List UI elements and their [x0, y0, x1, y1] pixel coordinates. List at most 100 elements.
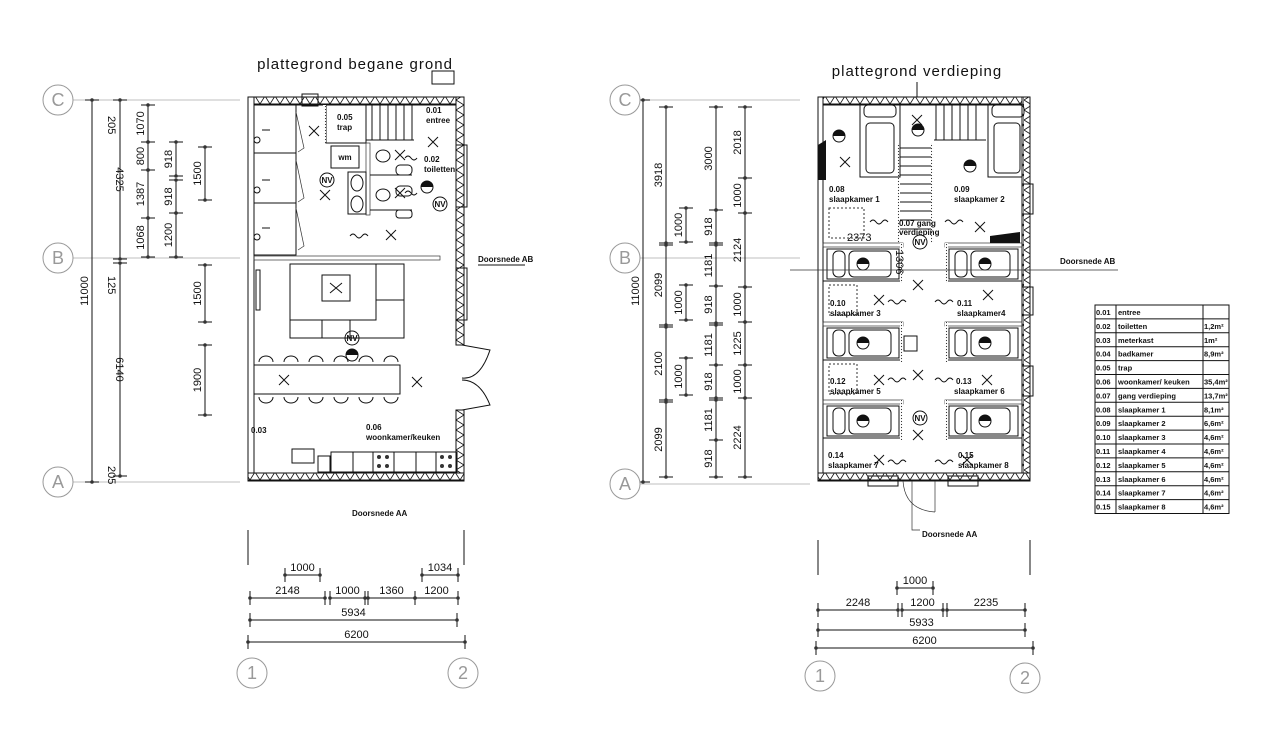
dimension-label: 1000 [903, 575, 927, 587]
dimension-label: 3918 [653, 163, 665, 187]
room-number: 0.12 [1096, 461, 1111, 470]
nv-label: NV [434, 200, 446, 209]
dimension-label: 1000 [732, 369, 744, 393]
switch-icon [887, 299, 907, 305]
wall-bottom [247, 472, 465, 482]
sink-counter [347, 171, 367, 215]
room-name: slaapkamer 4 [1118, 447, 1166, 456]
room-number: 0.03 [251, 426, 267, 435]
interior-wall [944, 321, 1023, 327]
dimension-label: 2100 [653, 351, 665, 375]
switch-icon [349, 155, 418, 239]
window [947, 475, 979, 487]
room-area: 1,2m² [1204, 322, 1224, 331]
interior-wall [253, 255, 441, 261]
meter-box [431, 70, 455, 85]
room-number: 0.04 [1096, 350, 1111, 359]
room-area: 35,4m² [1204, 378, 1228, 387]
grid-axis-marker [609, 468, 641, 500]
dimension-label: 2099 [653, 273, 665, 297]
nv-label: NV [914, 238, 926, 247]
nv-label: NV [321, 176, 333, 185]
dimension-label: 3000 [703, 146, 715, 170]
bed [987, 104, 1023, 178]
light-mark [912, 429, 924, 441]
chairs [258, 355, 399, 404]
dimension-label: 1000 [290, 562, 314, 574]
wall-top [817, 96, 1031, 106]
dimension-label: 1200 [163, 223, 175, 247]
room-area: 4,6m² [1204, 447, 1224, 456]
wall-top [247, 96, 465, 106]
dimension-label: 2099 [653, 427, 665, 451]
room-area: 13,7m² [1204, 391, 1228, 400]
dimension-label: 1200 [424, 585, 448, 597]
room-name: slaapkamer 3 [830, 309, 881, 318]
dimension-label: 1000 [732, 292, 744, 316]
dimension-label: 1068 [135, 225, 147, 249]
room-number: 0.08 [1096, 405, 1111, 414]
room-number: 0.06 [366, 423, 382, 432]
switch-icon [887, 459, 907, 465]
switch-icon [944, 219, 964, 225]
room-name: woonkamer/ keuken [1117, 378, 1190, 387]
washing-machine [330, 145, 360, 169]
room-name: gang verdieping [1118, 391, 1176, 400]
room-name: badkamer [1118, 350, 1154, 359]
room-area: 4,6m² [1204, 461, 1224, 470]
interior-wall [944, 399, 1023, 405]
room-number: 0.02 [1096, 322, 1111, 331]
room-name: slaapkamer4 [957, 309, 1006, 318]
ventilation-icon [432, 196, 448, 212]
room-name: slaapkamer 6 [954, 387, 1005, 396]
section-ab-label: Doorsnede AB [1060, 257, 1115, 266]
wall-bottom [817, 472, 1031, 482]
dimension-label: 1000 [673, 290, 685, 314]
dimension-label: 4325 [113, 167, 125, 191]
switch-icon [887, 377, 907, 383]
room-number: 0.09 [954, 185, 970, 194]
dimension-label: 1070 [135, 111, 147, 135]
dimension-label: 2235 [974, 597, 998, 609]
ventilation-icon [319, 172, 335, 188]
window [301, 93, 319, 107]
dimension-label: 800 [135, 147, 147, 165]
dimension-label: 6140 [113, 357, 125, 381]
lockers [253, 104, 297, 256]
room-name: slaapkamer 7 [1118, 489, 1166, 498]
room-name: slaapkamer 3 [1118, 433, 1166, 442]
room-name: slaapkamer 2 [954, 195, 1005, 204]
room-name: slaapkamer 1 [829, 195, 880, 204]
dimension-label: 1181 [703, 254, 715, 278]
bed [826, 405, 900, 437]
dimension-label: 918 [703, 372, 715, 390]
grid-axis-label: 2 [458, 663, 468, 683]
room-number: 0.03 [1096, 336, 1111, 345]
room-number: 0.10 [830, 299, 846, 308]
room-number: 0.01 [426, 106, 442, 115]
light-mark [911, 114, 923, 126]
room-area: 4,6m² [1204, 433, 1224, 442]
dimension-label: 2224 [732, 425, 744, 449]
room-number: 0.12 [830, 377, 846, 386]
dimension-label: 1500 [192, 281, 204, 305]
upper-floor-title: plattegrond verdieping [832, 63, 1002, 80]
wall-left [247, 96, 255, 482]
dimension-label: 918 [703, 295, 715, 313]
window [455, 144, 468, 208]
room-area: 8,9m² [1204, 350, 1224, 359]
light-mark [961, 454, 973, 466]
interior-wall [944, 242, 1023, 248]
light-mark [839, 156, 851, 168]
switch-icon [934, 299, 954, 305]
room-name: toiletten [424, 165, 455, 174]
grid-axis-label: B [52, 248, 64, 268]
